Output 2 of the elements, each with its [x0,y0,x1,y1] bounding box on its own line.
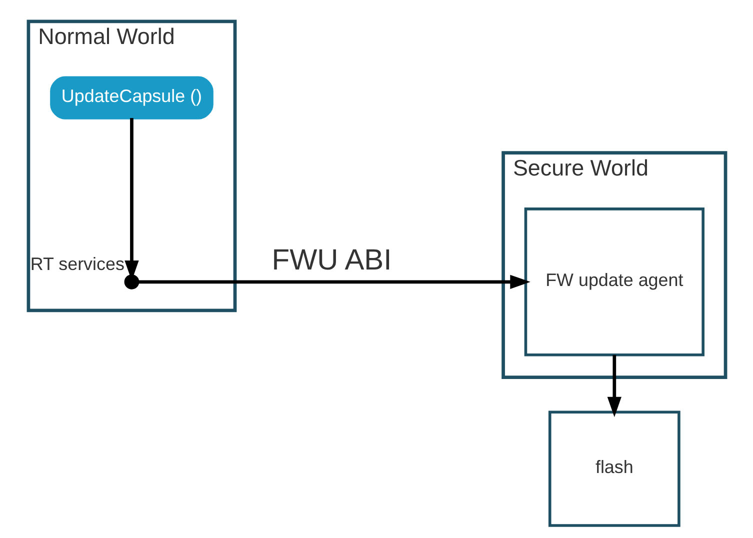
edge-label: FWU ABI [271,244,392,276]
node-label: RT services [30,254,124,274]
